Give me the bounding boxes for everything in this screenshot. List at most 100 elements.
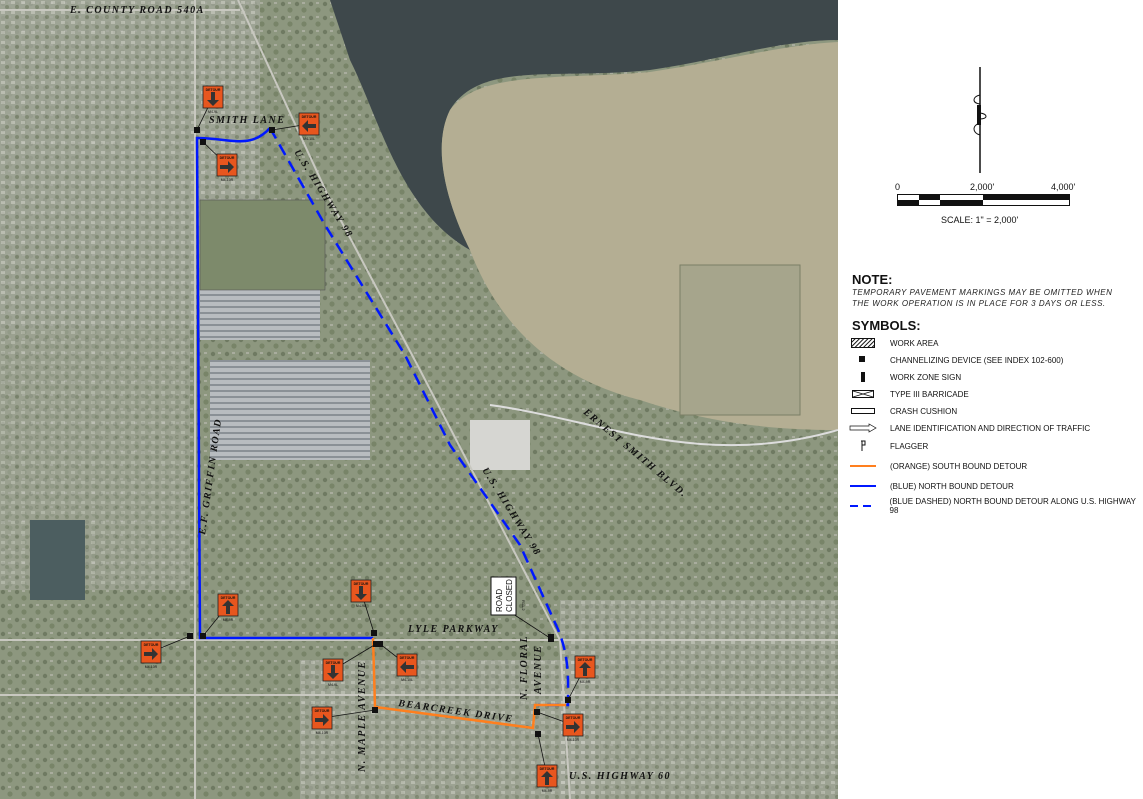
detour-map[interactable]: DETOUR M4-9L DETOUR M4-10L DETOUR M4-10R… <box>0 0 838 799</box>
note-title: NOTE: <box>852 272 893 287</box>
arrow-left-icon <box>302 120 316 132</box>
pond <box>30 520 85 600</box>
arrow-left-icon <box>400 661 414 673</box>
legend-label: (BLUE DASHED) NORTH BOUND DETOUR ALONG U… <box>889 497 1136 515</box>
detour-sign-down[interactable]: DETOUR M4-9L <box>350 579 377 636</box>
barricade-icon <box>848 389 878 399</box>
north-bound-detour-route <box>195 127 373 640</box>
arrow-down-icon <box>207 92 219 106</box>
legend-item: TYPE III BARRICADE <box>848 387 969 401</box>
legend-item: CHANNELIZING DEVICE (SEE INDEX 102-600) <box>848 353 1063 367</box>
legend-item: FLAGGER <box>848 439 928 453</box>
detour-sign-up[interactable]: DETOUR M4-9R <box>535 731 558 793</box>
note-text: TEMPORARY PAVEMENT MARKINGS MAY BE OMITT… <box>852 288 1113 308</box>
arrow-right-icon <box>144 648 158 660</box>
label-floral-1: N. FLORAL <box>519 635 530 701</box>
legend-label: LANE IDENTIFICATION AND DIRECTION OF TRA… <box>890 423 1091 433</box>
svg-text:DETOUR: DETOUR <box>221 596 236 600</box>
scale-bar <box>897 194 1070 206</box>
channelizing-device <box>535 731 541 737</box>
channelizing-device <box>372 707 378 713</box>
legend-item: LANE IDENTIFICATION AND DIRECTION OF TRA… <box>848 421 1090 435</box>
detour-sign-up[interactable]: DETOUR M4-9R <box>565 655 596 703</box>
arrow-up-icon <box>222 600 234 614</box>
legend-label: (ORANGE) SOUTH BOUND DETOUR <box>890 461 1028 471</box>
road-closed-text: ROAD <box>495 589 504 612</box>
svg-text:DETOUR: DETOUR <box>206 88 221 92</box>
arrow-right-icon <box>220 161 234 173</box>
detour-sign-down[interactable]: DETOUR M4-9L <box>194 85 224 133</box>
hatched-box-icon <box>848 338 878 348</box>
scale-label: SCALE: 1" = 2,000' <box>941 215 1019 225</box>
legend-panel: 0 2,000' 4,000' SCALE: 1" = 2,000' NOTE:… <box>838 0 1143 799</box>
sign-icon <box>848 371 878 383</box>
legend-item: (BLUE DASHED) NORTH BOUND DETOUR ALONG U… <box>848 497 1143 515</box>
channelizing-device <box>373 641 379 647</box>
detour-sign-down[interactable]: DETOUR M4-9L <box>322 641 379 687</box>
detour-sign-right[interactable]: DETOUR M4-10R <box>200 139 238 182</box>
svg-text:DETOUR: DETOUR <box>315 709 330 713</box>
scale-tick-1: 2,000' <box>970 182 995 192</box>
legend-label: CRASH CUSHION <box>890 406 958 416</box>
north-arrow-icon <box>973 67 987 173</box>
svg-text:M4-10L: M4-10L <box>303 137 315 141</box>
road-closed-sign[interactable]: ROAD CLOSED R11-2 <box>490 576 554 642</box>
svg-text:M4-9R: M4-9R <box>223 618 234 622</box>
legend-label: TYPE III BARRICADE <box>890 389 969 399</box>
road-closed-text: CLOSED <box>505 579 514 612</box>
arrow-down-icon <box>355 586 367 600</box>
legend-label: (BLUE) NORTH BOUND DETOUR <box>890 481 1014 491</box>
scale-tick-0: 0 <box>895 182 901 192</box>
blue-dashed-line-icon <box>848 504 878 508</box>
detour-sign-left[interactable]: DETOUR M4-10L <box>269 112 320 141</box>
label-floral-2: AVENUE <box>533 645 544 695</box>
channelizing-device <box>200 139 206 145</box>
urban-area <box>560 600 838 799</box>
legend-item: WORK ZONE SIGN <box>848 370 961 384</box>
arrow-icon <box>848 423 878 433</box>
solar-farm <box>200 290 320 340</box>
urban-area <box>0 330 190 590</box>
svg-text:M4-9R: M4-9R <box>542 789 553 793</box>
detour-sign-right[interactable]: DETOUR M4-10R <box>534 709 584 742</box>
svg-text:M4-9L: M4-9L <box>328 683 338 687</box>
svg-text:DETOUR: DETOUR <box>400 656 415 660</box>
svg-text:DETOUR: DETOUR <box>220 156 235 160</box>
label-county-road: E. COUNTY ROAD 540A <box>69 5 205 16</box>
arrow-right-icon <box>315 714 329 726</box>
svg-text:DETOUR: DETOUR <box>566 716 581 720</box>
legend-label: FLAGGER <box>890 441 929 451</box>
legend-item: (ORANGE) SOUTH BOUND DETOUR <box>848 459 1027 473</box>
channelizing-device <box>187 633 193 639</box>
channelizing-device <box>371 630 377 636</box>
flagger-icon <box>848 440 878 452</box>
svg-text:DETOUR: DETOUR <box>302 115 317 119</box>
crash-cushion-icon <box>848 407 878 415</box>
symbols-title: SYMBOLS: <box>852 318 921 333</box>
svg-text:M4-10L: M4-10L <box>401 678 413 682</box>
scale-tick-2: 4,000' <box>1051 182 1076 192</box>
legend-label: WORK ZONE SIGN <box>890 372 962 382</box>
label-lyle-parkway: LYLE PARKWAY <box>407 624 499 635</box>
detour-sign-right[interactable]: DETOUR M4-10R <box>311 706 378 735</box>
arrow-down-icon <box>327 665 339 679</box>
svg-text:DETOUR: DETOUR <box>578 658 593 662</box>
label-smith-lane: SMITH LANE <box>209 115 285 126</box>
arrow-right-icon <box>566 721 580 733</box>
square-icon <box>848 356 878 364</box>
label-maple: N. MAPLE AVENUE <box>357 660 368 773</box>
field <box>679 264 801 416</box>
svg-text:M4-10R: M4-10R <box>316 731 329 735</box>
label-us60: U.S. HIGHWAY 60 <box>569 771 671 782</box>
detour-sign-right[interactable]: DETOUR M4-10R <box>140 633 193 669</box>
arrow-up-icon <box>541 771 553 785</box>
legend-item: CRASH CUSHION <box>848 404 957 418</box>
detour-sign-left[interactable]: DETOUR M4-10L <box>377 641 418 682</box>
legend-item: WORK AREA <box>848 336 938 350</box>
lake <box>330 0 838 250</box>
svg-text:DETOUR: DETOUR <box>144 643 159 647</box>
south-bound-detour-route <box>371 637 566 730</box>
channelizing-device <box>377 641 383 647</box>
orange-line-icon <box>848 464 878 468</box>
detour-sign-up[interactable]: DETOUR M4-9R <box>200 593 239 639</box>
